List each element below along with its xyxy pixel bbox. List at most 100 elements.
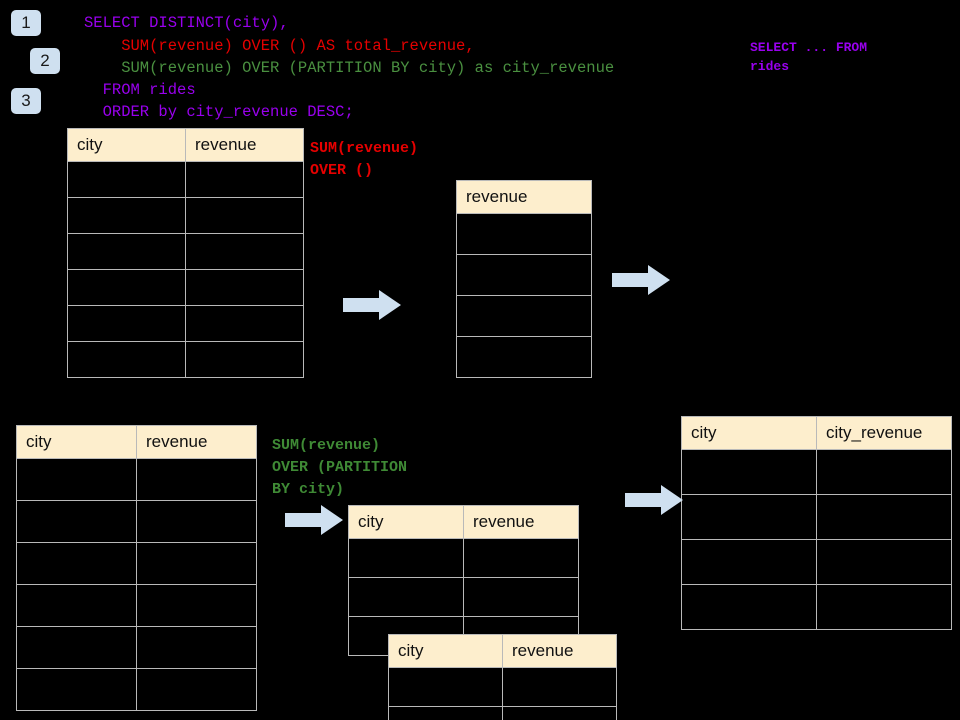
annotation-total-revenue: SUM(revenue) OVER () <box>310 140 419 179</box>
cell-revenue <box>136 626 257 669</box>
cell-revenue <box>185 197 304 234</box>
table-source-bottom: city revenue <box>16 425 257 711</box>
table-source-top: city revenue <box>67 128 304 378</box>
table-result: city city_revenue <box>681 416 952 630</box>
table-row <box>67 341 304 378</box>
column-header-city: city <box>681 416 817 450</box>
table-row <box>67 269 304 306</box>
cell-revenue <box>456 295 592 337</box>
table-row <box>456 336 592 378</box>
table-header-row: city city_revenue <box>681 416 952 450</box>
cell-revenue <box>185 269 304 306</box>
cell-city <box>681 449 817 495</box>
cell-revenue <box>456 336 592 378</box>
table-row <box>681 584 952 630</box>
table-row <box>456 213 592 255</box>
cell-revenue <box>185 161 304 198</box>
cell-city <box>67 197 186 234</box>
table-row <box>348 538 579 578</box>
cell-city <box>67 341 186 378</box>
table-row <box>67 305 304 342</box>
cell-revenue <box>456 213 592 255</box>
sql-line-total-revenue: SUM(revenue) OVER () AS total_revenue, <box>84 37 475 55</box>
cell-city-revenue <box>816 539 952 585</box>
column-header-city: city <box>348 505 464 539</box>
cell-revenue <box>463 538 579 578</box>
cell-revenue <box>136 500 257 543</box>
table-row <box>16 500 257 543</box>
table-header-row: city revenue <box>348 505 579 539</box>
cell-city <box>16 668 137 711</box>
column-header-revenue: revenue <box>456 180 592 214</box>
cell-city <box>67 269 186 306</box>
table-row <box>16 668 257 711</box>
column-header-city: city <box>388 634 503 668</box>
column-header-revenue: revenue <box>136 425 257 459</box>
step-badge-3: 3 <box>11 88 41 114</box>
cell-revenue <box>136 584 257 627</box>
table-row <box>388 706 617 720</box>
sql-line-city-revenue: SUM(revenue) OVER (PARTITION BY city) as… <box>84 59 615 77</box>
arrow-total-revenue-to-result <box>612 265 670 295</box>
column-header-city-revenue: city_revenue <box>816 416 952 450</box>
table-row <box>681 539 952 585</box>
cell-revenue <box>136 668 257 711</box>
cell-revenue <box>502 667 617 707</box>
cell-revenue <box>463 577 579 617</box>
table-header-row: city revenue <box>67 128 304 162</box>
cell-city <box>348 538 464 578</box>
table-row <box>67 197 304 234</box>
cell-revenue <box>185 233 304 270</box>
cell-revenue <box>136 458 257 501</box>
column-header-city: city <box>16 425 137 459</box>
arrow-to-total-revenue <box>343 290 401 320</box>
cell-city <box>681 494 817 540</box>
table-row <box>67 161 304 198</box>
cell-city <box>388 706 503 720</box>
table-header-row: revenue <box>456 180 592 214</box>
cell-city <box>16 626 137 669</box>
cell-city <box>16 500 137 543</box>
cell-city-revenue <box>816 584 952 630</box>
side-note-select-from-rides: SELECT ... FROM rides <box>750 40 868 74</box>
table-header-row: city revenue <box>388 634 617 668</box>
cell-revenue <box>456 254 592 296</box>
sql-line-select: SELECT DISTINCT(city), <box>84 14 289 32</box>
table-total-revenue: revenue <box>456 180 592 378</box>
table-header-row: city revenue <box>16 425 257 459</box>
cell-city <box>16 458 137 501</box>
table-row <box>16 626 257 669</box>
table-row <box>16 584 257 627</box>
table-row <box>681 449 952 495</box>
step-badge-1: 1 <box>11 10 41 36</box>
cell-city <box>16 584 137 627</box>
table-row <box>16 542 257 585</box>
table-row <box>16 458 257 501</box>
table-row <box>456 295 592 337</box>
cell-city <box>681 539 817 585</box>
table-row <box>67 233 304 270</box>
cell-revenue <box>185 341 304 378</box>
cell-revenue <box>185 305 304 342</box>
annotation-city-revenue: SUM(revenue) OVER (PARTITION BY city) <box>272 437 408 498</box>
arrow-to-partition <box>285 505 343 535</box>
cell-revenue <box>502 706 617 720</box>
step-badge-2: 2 <box>30 48 60 74</box>
table-row <box>388 667 617 707</box>
column-header-revenue: revenue <box>502 634 617 668</box>
table-row <box>456 254 592 296</box>
cell-city-revenue <box>816 449 952 495</box>
cell-city <box>67 233 186 270</box>
cell-city <box>67 305 186 342</box>
cell-city <box>16 542 137 585</box>
table-row <box>681 494 952 540</box>
cell-city <box>67 161 186 198</box>
cell-city <box>348 577 464 617</box>
table-partition-front: city revenue <box>388 634 617 720</box>
cell-city-revenue <box>816 494 952 540</box>
column-header-revenue: revenue <box>463 505 579 539</box>
cell-revenue <box>136 542 257 585</box>
cell-city <box>681 584 817 630</box>
sql-line-from: FROM rides <box>84 81 196 99</box>
table-row <box>348 577 579 617</box>
